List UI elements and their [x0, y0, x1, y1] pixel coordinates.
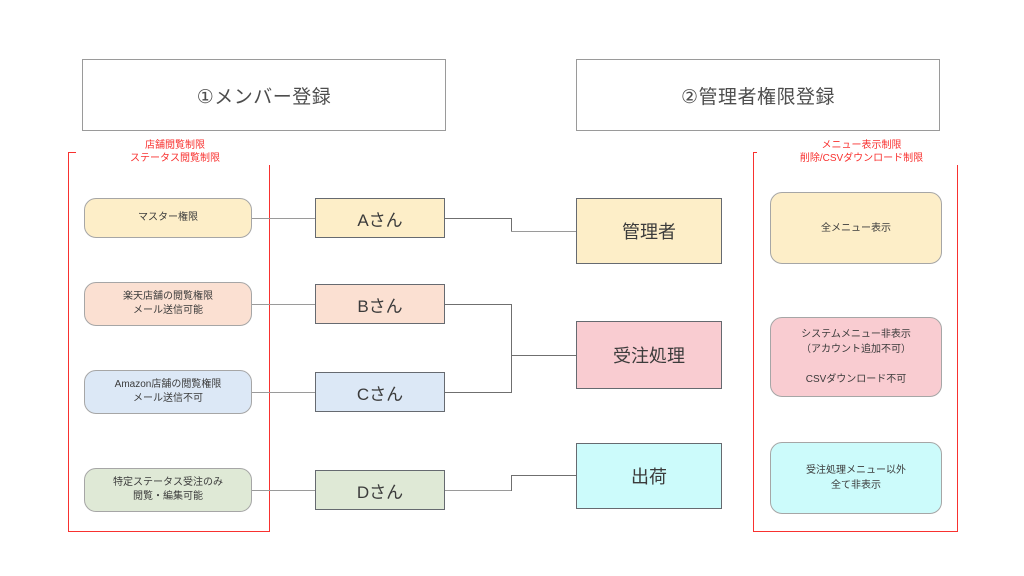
role-box-admin[interactable]: 管理者: [576, 198, 722, 264]
connector-rakuten-to-b: [252, 304, 315, 305]
red-label-right: メニュー表示制限 削除/CSVダウンロード制限: [757, 139, 966, 165]
connector-d-out: [445, 490, 511, 491]
menu-box-all-menu[interactable]: 全メニュー表示: [770, 192, 942, 264]
permission-box-rakuten[interactable]: 楽天店舗の閲覧権限 メール送信可能: [84, 282, 252, 326]
section-title-admin-permission-registration: ②管理者権限登録: [576, 59, 940, 131]
permission-box-status[interactable]: 特定ステータス受注のみ 閲覧・編集可能: [84, 468, 252, 512]
member-box-d[interactable]: Dさん: [315, 470, 445, 510]
menu-box-order-only[interactable]: 受注処理メニュー以外 全て非表示: [770, 442, 942, 514]
connector-amazon-to-c: [252, 392, 315, 393]
role-box-order-processing[interactable]: 受注処理: [576, 321, 722, 389]
menu-box-system-menu[interactable]: システムメニュー非表示 （アカウント追加不可） CSVダウンロード不可: [770, 317, 942, 397]
connector-b-out: [445, 304, 511, 305]
connector-bc-to-order: [511, 355, 576, 356]
section-title-member-registration: ①メンバー登録: [82, 59, 446, 131]
connector-a-out: [445, 218, 511, 219]
role-box-shipping[interactable]: 出荷: [576, 443, 722, 509]
member-box-b[interactable]: Bさん: [315, 284, 445, 324]
permission-box-master[interactable]: マスター権限: [84, 198, 252, 238]
member-box-c[interactable]: Cさん: [315, 372, 445, 412]
connector-status-to-d: [252, 490, 315, 491]
red-label-left: 店舗閲覧制限 ステータス閲覧制限: [76, 139, 274, 165]
permission-box-amazon[interactable]: Amazon店舗の閲覧権限 メール送信不可: [84, 370, 252, 414]
connector-master-to-a: [252, 218, 315, 219]
connector-a-to-admin: [511, 231, 576, 232]
connector-d-rise: [511, 475, 512, 491]
connector-a-drop: [511, 218, 512, 231]
member-box-a[interactable]: Aさん: [315, 198, 445, 238]
connector-d-to-shipping: [511, 475, 576, 476]
connector-bc-merge: [511, 304, 512, 393]
connector-c-out: [445, 392, 511, 393]
